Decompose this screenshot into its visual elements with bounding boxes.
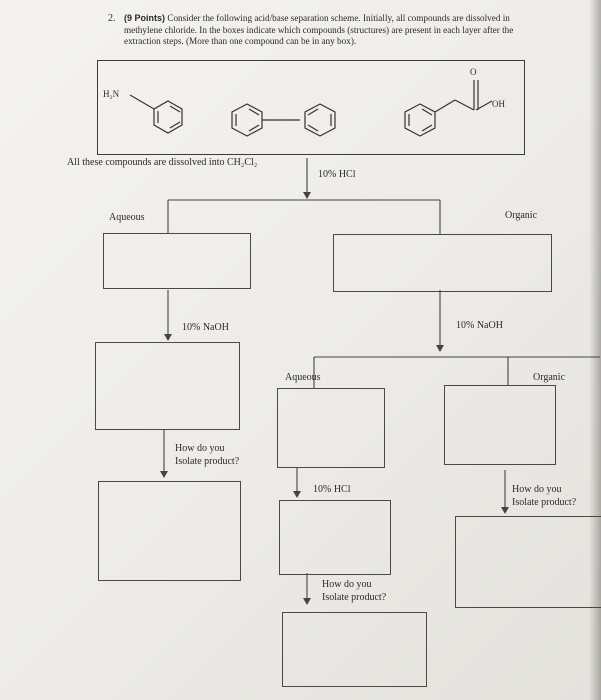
question-text: (9 Points) Consider the following acid/b… bbox=[124, 13, 524, 48]
isolate-right-label: How do you Isolate product? bbox=[512, 484, 577, 508]
question-number: 2. bbox=[108, 13, 116, 24]
acid-oh-label: OH bbox=[492, 99, 505, 109]
biphenyl-ring-left bbox=[231, 103, 263, 137]
aqueous-layer-2-label: Aqueous bbox=[285, 372, 321, 383]
structures-box bbox=[97, 60, 525, 155]
answer-box-hcl-2[interactable] bbox=[279, 500, 391, 575]
dissolved-text: All these compounds are dissolved into C… bbox=[67, 157, 258, 168]
answer-box-isolate-middle[interactable] bbox=[282, 612, 427, 687]
aqueous-layer-1-label: Aqueous bbox=[109, 212, 145, 223]
carbonyl-o-label: O bbox=[470, 67, 477, 77]
hcl-step2-label: 10% HCl bbox=[313, 484, 351, 495]
isolate-middle-label: How do you Isolate product? bbox=[322, 579, 387, 603]
question-body: Consider the following acid/base separat… bbox=[124, 13, 514, 46]
naoh-left-label: 10% NaOH bbox=[182, 322, 229, 333]
amine-label: H₂N bbox=[103, 89, 120, 99]
answer-box-aqueous-1[interactable] bbox=[103, 233, 251, 289]
answer-box-isolate-right[interactable] bbox=[455, 516, 601, 608]
organic-layer-1-label: Organic bbox=[505, 210, 538, 221]
answer-box-aqueous-2[interactable] bbox=[277, 388, 385, 468]
flow-arrowheads bbox=[160, 192, 509, 605]
isolate-left-label: How do you Isolate product? bbox=[175, 443, 240, 467]
hcl-step1-label: 10% HCl bbox=[318, 169, 356, 180]
question-points: (9 Points) bbox=[124, 13, 166, 23]
biphenyl-ring-right bbox=[304, 103, 336, 137]
answer-box-isolate-left[interactable] bbox=[98, 481, 241, 581]
answer-box-naoh-left[interactable] bbox=[95, 342, 240, 430]
organic-layer-2-label: Organic bbox=[533, 372, 566, 383]
answer-box-organic-2[interactable] bbox=[444, 385, 556, 465]
answer-box-organic-1[interactable] bbox=[333, 234, 552, 292]
page-edge-shadow bbox=[589, 0, 601, 700]
naoh-right-label: 10% NaOH bbox=[456, 320, 503, 331]
